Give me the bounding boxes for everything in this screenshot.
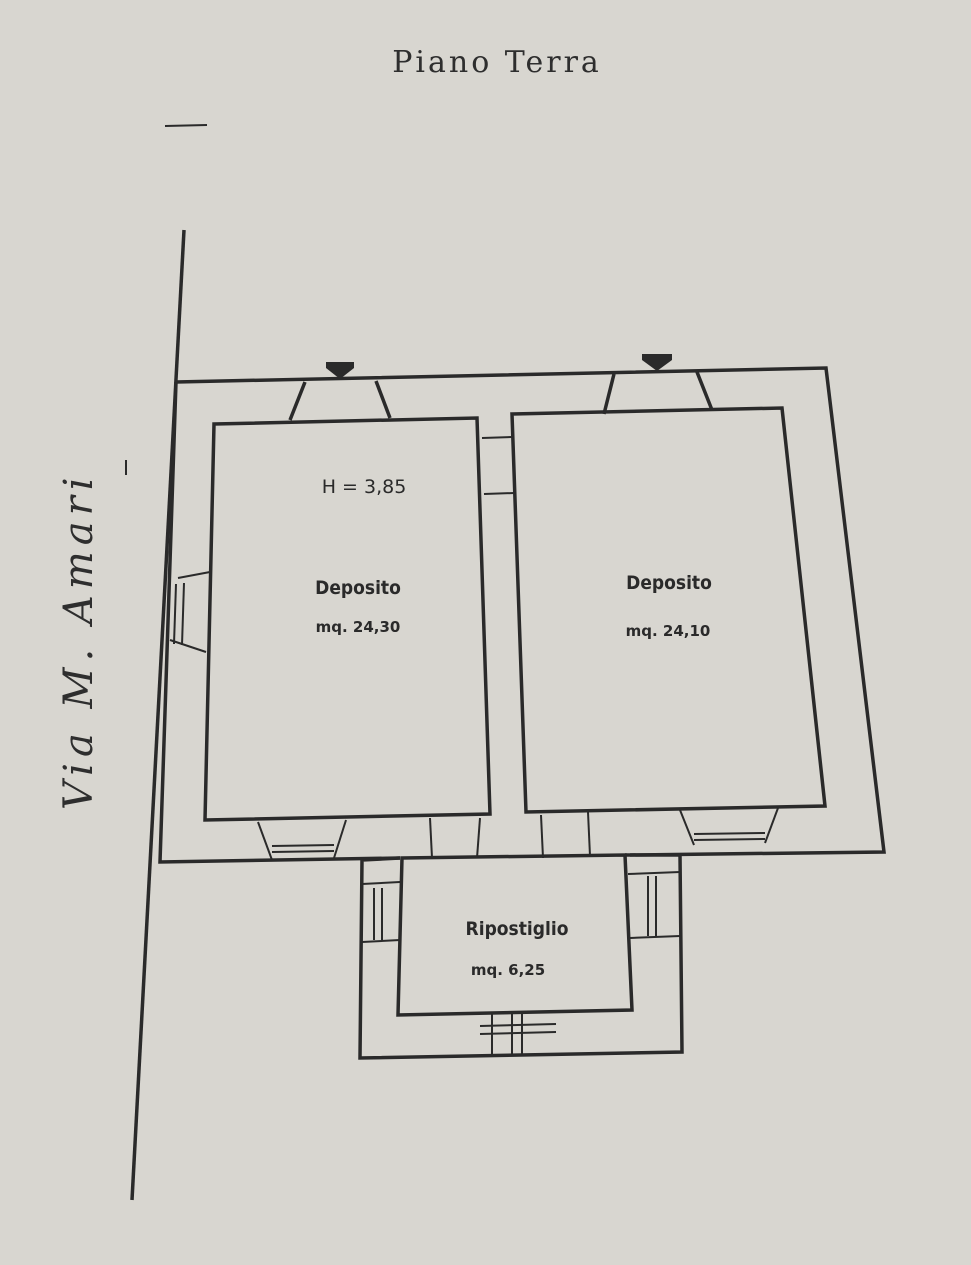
side-window-pane bbox=[173, 583, 177, 645]
side-window-jamb bbox=[169, 639, 207, 653]
door-jamb-left-a bbox=[288, 381, 307, 421]
room-name-ripostiglio: Ripostiglio bbox=[466, 918, 569, 940]
street-label: Via M. Amari bbox=[56, 471, 102, 810]
door-jamb-right-a bbox=[602, 373, 616, 415]
outer-wall bbox=[175, 366, 886, 857]
room-area-deposito-right: mq. 24,10 bbox=[626, 622, 711, 640]
room-name-deposito-right: Deposito bbox=[626, 572, 712, 594]
door-jamb-right-b bbox=[695, 371, 714, 411]
side-window-jamb bbox=[177, 571, 211, 579]
outer-wall-left bbox=[158, 381, 401, 864]
bottom-window-jamb bbox=[679, 809, 695, 846]
side-window-pane bbox=[181, 582, 185, 646]
bottom-window-pane bbox=[693, 832, 766, 835]
room-area-deposito-left: mq. 24,30 bbox=[316, 618, 401, 636]
corridor-wall-b bbox=[540, 814, 544, 859]
partition-wall bbox=[587, 811, 591, 857]
height-note: H = 3,85 bbox=[322, 476, 407, 498]
room-wall-deposito-right bbox=[510, 406, 827, 814]
room-name-deposito-left: Deposito bbox=[315, 577, 401, 599]
plan-title: Piano Terra bbox=[392, 45, 602, 80]
partition-wall bbox=[429, 817, 433, 859]
side-window-jamb bbox=[627, 871, 681, 875]
corridor-top bbox=[481, 436, 513, 439]
room-wall-ripostiglio bbox=[396, 853, 634, 1017]
entrance-arrow-icon bbox=[326, 362, 354, 379]
bottom-window-jamb bbox=[764, 807, 779, 844]
bottom-window-pane bbox=[693, 838, 766, 841]
corridor-wall-a bbox=[476, 817, 481, 859]
side-window-jamb bbox=[361, 939, 401, 943]
side-window-jamb bbox=[629, 935, 681, 939]
corridor-step bbox=[483, 492, 515, 495]
street-boundary-line bbox=[130, 229, 186, 1201]
bottom-window-jamb bbox=[333, 819, 347, 859]
bottom-window-pane bbox=[271, 844, 335, 847]
entrance-arrow-icon bbox=[642, 354, 672, 371]
room-wall-deposito-left bbox=[203, 416, 492, 822]
door-jamb-left-b bbox=[374, 380, 392, 419]
room-area-ripostiglio: mq. 6,25 bbox=[471, 961, 545, 979]
side-window-jamb bbox=[361, 881, 401, 885]
bottom-window-jamb bbox=[257, 821, 273, 861]
margin-mark bbox=[164, 124, 208, 127]
bottom-window-pane bbox=[271, 850, 335, 853]
